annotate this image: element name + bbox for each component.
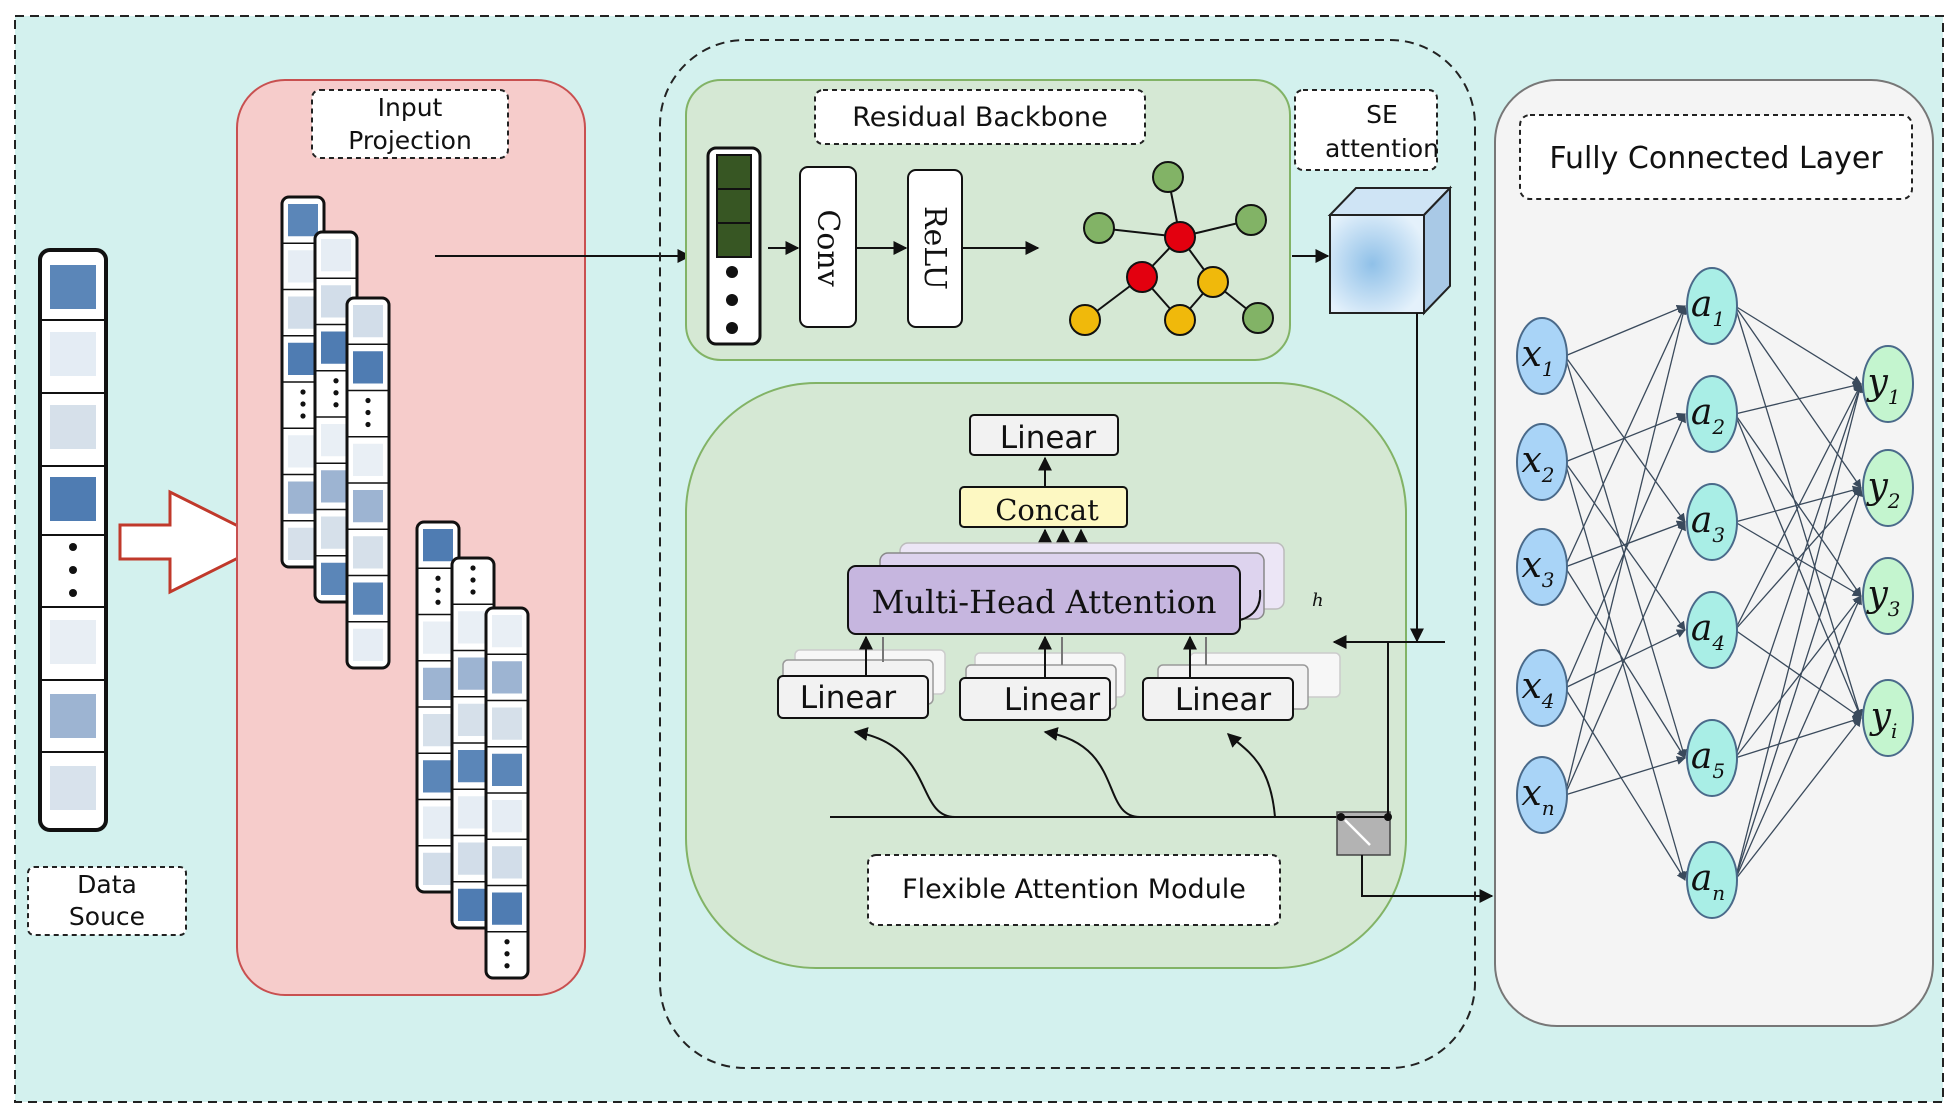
- nn-edge: [1734, 413, 1863, 719]
- hidden-node: a5: [1686, 719, 1738, 797]
- nn-edges: [1564, 304, 1864, 881]
- input-node: x1: [1516, 317, 1568, 395]
- linear-k-label: Linear: [1004, 682, 1101, 718]
- fully-connected-label: Fully Connected Layer: [1519, 114, 1913, 200]
- data-source-column: [38, 248, 108, 832]
- nn-edge: [1564, 687, 1686, 881]
- nn-edge: [1564, 520, 1686, 568]
- linear-v-label: Linear: [1175, 682, 1272, 718]
- nn-edge: [1564, 305, 1686, 568]
- nn-edge: [1564, 304, 1686, 357]
- se-attention-cube: [1327, 185, 1453, 316]
- projection-strip: [484, 606, 530, 980]
- hidden-node: a1: [1686, 267, 1738, 345]
- nn-edge: [1734, 383, 1862, 631]
- nn-edge: [1734, 305, 1863, 719]
- conv-block: Conv: [799, 166, 857, 328]
- residual-graph: [1069, 161, 1274, 336]
- linear-k-stack: Linear: [959, 652, 1126, 721]
- nn-edge: [1734, 383, 1864, 881]
- concat-block: Concat: [959, 486, 1128, 528]
- attention-module-label: Flexible Attention Module: [867, 854, 1281, 926]
- concat-label: Concat: [995, 493, 1099, 527]
- fully-connected-title: Fully Connected Layer: [1549, 141, 1883, 176]
- mha-stack: Multi-Head Attention h: [847, 542, 1324, 635]
- input-node: x4: [1516, 649, 1568, 727]
- skip-connection: [1332, 635, 1494, 903]
- nn-edge: [1734, 629, 1862, 719]
- input-projection-label-line2: Projection: [348, 126, 472, 155]
- hidden-node: a4: [1686, 591, 1738, 669]
- feature-extractor-frame: [659, 39, 1476, 1069]
- nn-edge: [1734, 305, 1862, 385]
- data-source-label-line1: Data: [77, 870, 137, 899]
- linear-q-stack: Linear: [777, 649, 946, 719]
- input-node: xn: [1516, 756, 1568, 834]
- projection-strips: [280, 195, 530, 980]
- nn-edge: [1734, 487, 1862, 631]
- nn-edge: [1734, 595, 1862, 759]
- hollow-arrow-icon: [118, 489, 274, 595]
- input-projection-label-line1: Input: [378, 93, 443, 122]
- nn-edge: [1734, 381, 1862, 415]
- output-node: y2: [1862, 449, 1914, 527]
- nn-edge: [1564, 461, 1686, 631]
- relu-block: ReLU: [907, 169, 963, 328]
- output-node-label: y3: [1865, 574, 1900, 621]
- linear-output-block: Linear: [969, 414, 1119, 456]
- nn-edge: [1564, 355, 1686, 523]
- data-source-label: Data Souce: [27, 866, 187, 936]
- nn-edge: [1734, 487, 1863, 881]
- input-projection-label: Input Projection: [311, 89, 509, 159]
- nn-edge: [1734, 595, 1862, 881]
- feature-vector: [706, 146, 762, 346]
- output-node-label: y2: [1865, 466, 1900, 513]
- se-attention-label: SE attention: [1294, 89, 1439, 171]
- nn-edge: [1564, 566, 1686, 759]
- nn-nodes: x1 x2 x3 x4 xn a1 a2 a3 a4 a5 an y1 y2 y3 yi: [1516, 267, 1914, 919]
- input-node-label: xn: [1521, 773, 1554, 820]
- output-node: yi: [1862, 679, 1914, 757]
- input-node: x2: [1516, 423, 1568, 501]
- hidden-node: a3: [1686, 483, 1738, 561]
- attention-input-flow: [830, 727, 1338, 818]
- residual-backbone-label: Residual Backbone: [814, 89, 1146, 145]
- output-node: y3: [1862, 557, 1914, 635]
- nn-edge: [1734, 485, 1862, 523]
- relu-label: ReLU: [917, 206, 952, 290]
- residual-backbone-title: Residual Backbone: [852, 102, 1108, 133]
- se-attention-line2: attention: [1325, 134, 1439, 163]
- se-attention-line1: SE: [1366, 100, 1398, 129]
- nn-edge: [1564, 521, 1686, 796]
- data-source-label-line2: Souce: [69, 902, 145, 931]
- linear-output-label: Linear: [1000, 420, 1097, 456]
- input-node: x3: [1516, 528, 1568, 606]
- attention-module-title: Flexible Attention Module: [902, 874, 1246, 905]
- linear-q-label: Linear: [800, 680, 897, 716]
- residual-switch: [1336, 811, 1392, 856]
- hidden-node-label: a3: [1691, 500, 1725, 547]
- nn-edge: [1734, 717, 1862, 881]
- nn-edge: [1734, 383, 1863, 759]
- projection-strip: [345, 296, 391, 670]
- nn-edge: [1734, 305, 1862, 489]
- nn-edge: [1564, 355, 1688, 759]
- hidden-node: a2: [1686, 375, 1738, 453]
- nn-edge: [1564, 756, 1686, 796]
- conv-label: Conv: [810, 209, 845, 286]
- nn-edge: [1564, 305, 1688, 796]
- nn-edge: [1564, 461, 1688, 881]
- output-node: y1: [1862, 345, 1914, 423]
- linear-v-stack: Linear: [1142, 652, 1341, 721]
- mha-label: Multi-Head Attention: [872, 583, 1217, 621]
- hidden-node: an: [1686, 841, 1738, 919]
- heads-label: h: [1312, 590, 1324, 611]
- linear-to-mha-arrows: [859, 635, 1207, 678]
